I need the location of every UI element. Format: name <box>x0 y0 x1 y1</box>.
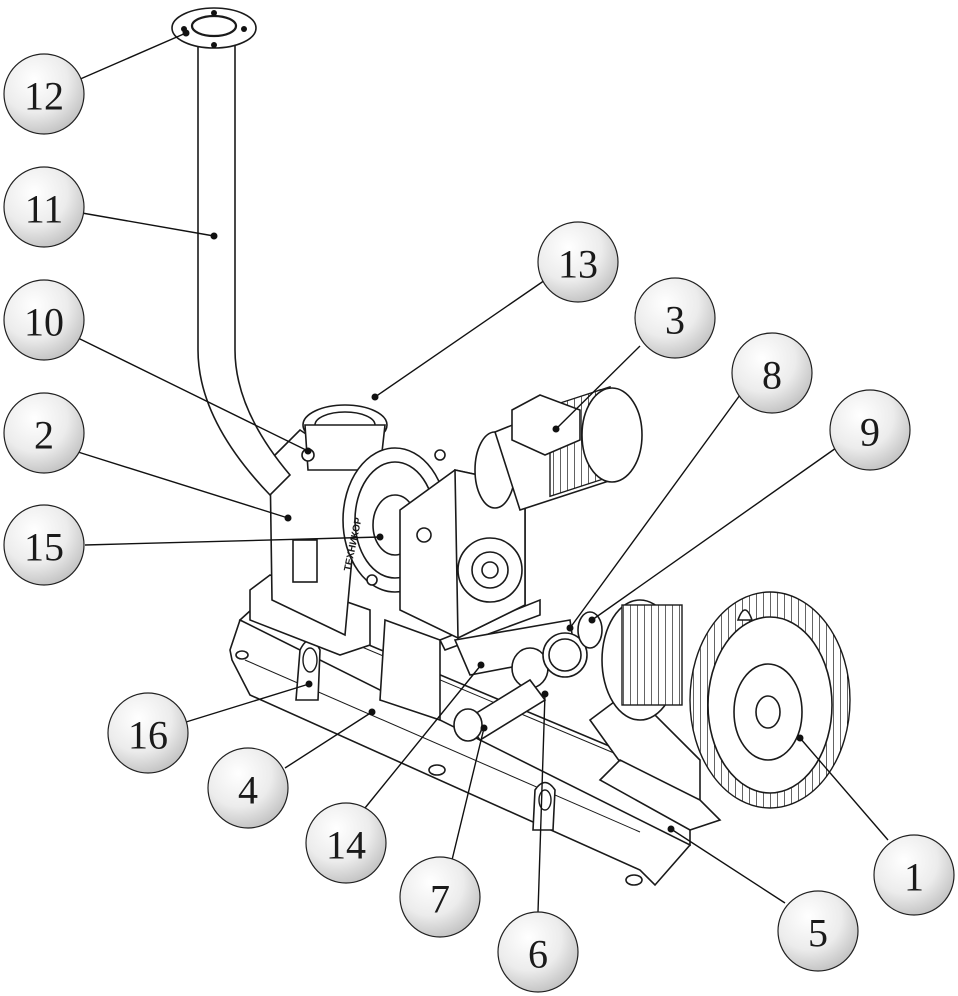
callout-label: 9 <box>860 410 880 455</box>
pump-housing: ТЕХНИКОР <box>249 404 448 656</box>
discharge-pipe <box>197 39 292 497</box>
top-flange <box>171 7 257 49</box>
callout-9: 9 <box>829 389 911 471</box>
callout-label: 4 <box>238 768 258 813</box>
callout-12: 12 <box>3 53 85 135</box>
callout-label: 10 <box>24 300 64 345</box>
callout-label: 16 <box>128 713 168 758</box>
callout-16: 16 <box>107 692 189 774</box>
callout-label: 5 <box>808 911 828 956</box>
callout-7: 7 <box>399 856 481 938</box>
gearbox <box>379 469 541 722</box>
callout-10: 10 <box>3 279 85 361</box>
callout-1: 1 <box>873 834 955 916</box>
callout-label: 12 <box>24 74 64 119</box>
blower <box>588 591 851 831</box>
callout-label: 3 <box>665 298 685 343</box>
callout-label: 6 <box>528 932 548 977</box>
leader-lines <box>77 32 889 913</box>
callout-13: 13 <box>537 221 619 303</box>
callout-label: 14 <box>326 823 366 868</box>
drive-motor <box>474 385 643 512</box>
callout-5: 5 <box>777 890 859 972</box>
callout-15: 15 <box>3 504 85 586</box>
callout-label: 8 <box>762 353 782 398</box>
leader-dots <box>182 29 804 833</box>
callout-label: 7 <box>430 877 450 922</box>
callout-6: 6 <box>497 911 579 993</box>
assembly-drawing: ТЕХНИКОР <box>171 7 851 887</box>
callout-label: 11 <box>25 187 64 232</box>
callout-8: 8 <box>731 332 813 414</box>
callout-label: 1 <box>904 855 924 900</box>
callout-2: 2 <box>3 392 85 474</box>
callout-11: 11 <box>3 166 85 248</box>
callout-3: 3 <box>634 277 716 359</box>
callout-label: 2 <box>34 413 54 458</box>
callout-label: 15 <box>24 525 64 570</box>
callout-label: 13 <box>558 242 598 287</box>
callout-14: 14 <box>305 802 387 884</box>
callout-4: 4 <box>207 747 289 829</box>
